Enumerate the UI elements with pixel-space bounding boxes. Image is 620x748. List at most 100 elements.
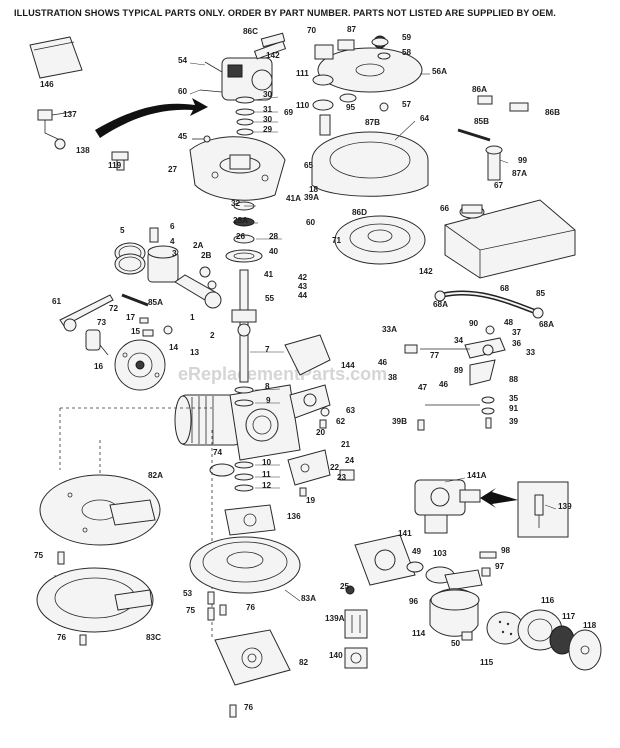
part-7-crankshaft <box>231 269 257 383</box>
part-45-screw <box>192 135 211 143</box>
parts-33-37 <box>404 325 506 386</box>
part-146-manual <box>29 36 83 79</box>
part-label-114: 114 <box>412 629 426 638</box>
part-label-63: 63 <box>346 406 356 415</box>
part-label-17: 17 <box>126 313 136 322</box>
part-label-95: 95 <box>346 103 356 112</box>
part-label-2a: 2A <box>193 241 204 250</box>
part-label-83a: 83A <box>301 594 316 603</box>
part-114-air-cleaner <box>429 588 480 637</box>
washer-column-upper <box>225 201 263 263</box>
part-label-60: 60 <box>306 218 316 227</box>
part-label-10: 10 <box>262 458 272 467</box>
part-141-carburetor-body <box>345 534 416 595</box>
part-label-41a: 41A <box>286 194 301 203</box>
part-5-rings <box>114 242 146 275</box>
part-label-141a: 141A <box>467 471 487 480</box>
part-label-54: 54 <box>178 56 188 65</box>
part-label-117: 117 <box>562 612 576 621</box>
part-label-24: 24 <box>345 456 355 465</box>
part-6-pin <box>149 227 159 243</box>
part-label-3: 3 <box>172 249 177 258</box>
part-label-144: 144 <box>341 361 355 370</box>
part-label-9: 9 <box>266 396 271 405</box>
part-label-48: 48 <box>504 318 514 327</box>
part-label-75: 75 <box>186 606 196 615</box>
part-137-wire <box>37 109 73 150</box>
part-label-74: 74 <box>213 448 223 457</box>
part-label-118: 118 <box>583 621 597 630</box>
part-label-47: 47 <box>418 383 428 392</box>
part-label-57: 57 <box>402 100 412 109</box>
part-label-21: 21 <box>341 440 351 449</box>
part-label-82a: 82A <box>148 471 163 480</box>
part-139A-140-kit <box>344 609 368 669</box>
part-label-27: 27 <box>168 165 178 174</box>
part-label-115: 115 <box>480 658 494 667</box>
part-label-137: 137 <box>63 110 77 119</box>
part-56A-cover <box>317 35 423 93</box>
part-label-83c: 83C <box>146 633 161 642</box>
part-85B-tube <box>457 128 491 142</box>
part-label-139a: 139A <box>325 614 345 623</box>
part-label-22: 22 <box>330 463 340 472</box>
part-label-142: 142 <box>266 51 280 60</box>
part-label-7: 7 <box>265 345 270 354</box>
part-label-41: 41 <box>264 270 274 279</box>
part-label-87a: 87A <box>512 169 527 178</box>
parts-49-103 <box>406 551 497 591</box>
part-label-59: 59 <box>402 33 412 42</box>
part-label-34: 34 <box>454 336 464 345</box>
part-label-111: 111 <box>296 69 309 78</box>
part-label-85: 85 <box>536 289 546 298</box>
part-label-85a: 85A <box>148 298 163 307</box>
part-label-29: 29 <box>263 125 273 134</box>
part-label-76: 76 <box>246 603 256 612</box>
part-label-2b: 2B <box>201 251 212 260</box>
part-83C-plate <box>36 567 154 633</box>
part-label-103: 103 <box>433 549 447 558</box>
part-label-87b: 87B <box>365 118 380 127</box>
part-label-39b: 39B <box>392 417 407 426</box>
part-label-31: 31 <box>263 105 273 114</box>
part-label-86b: 86B <box>545 108 560 117</box>
part-label-139: 139 <box>558 502 572 511</box>
part-label-85b: 85B <box>474 117 489 126</box>
part-label-142: 142 <box>419 267 433 276</box>
intake-parts-20-24 <box>287 449 355 497</box>
part-64-shroud <box>311 131 429 197</box>
part-label-12: 12 <box>262 481 272 490</box>
part-label-69: 69 <box>284 108 294 117</box>
part-label-46: 46 <box>439 380 449 389</box>
part-2-conrod <box>174 266 222 309</box>
part-119 <box>111 151 129 171</box>
part-label-82: 82 <box>299 658 309 667</box>
part-label-30: 30 <box>263 115 273 124</box>
part-83A-disc <box>189 536 301 594</box>
parts-35-39 <box>417 396 495 431</box>
part-fuel-tank <box>444 199 576 279</box>
part-label-72: 72 <box>109 304 119 313</box>
part-label-43: 43 <box>298 282 308 291</box>
part-label-35: 35 <box>509 394 519 403</box>
part-label-15: 15 <box>131 327 141 336</box>
part-label-119: 119 <box>108 161 122 170</box>
part-85A-link <box>121 293 149 307</box>
part-label-62: 62 <box>336 417 346 426</box>
screws-75-76 <box>57 551 237 718</box>
part-144-bracket <box>284 334 331 419</box>
part-label-86a: 86A <box>472 85 487 94</box>
top-stack-70-111 <box>312 39 357 136</box>
part-label-30: 30 <box>263 90 273 99</box>
part-label-67: 67 <box>494 181 504 190</box>
parts-57-59 <box>371 37 391 112</box>
part-3-piston <box>147 245 179 283</box>
part-label-65: 65 <box>304 161 314 170</box>
part-label-5: 5 <box>120 226 125 235</box>
part-label-36: 36 <box>512 339 522 348</box>
part-label-61: 61 <box>52 297 62 306</box>
part-86C-bracket <box>260 32 286 48</box>
part-label-8: 8 <box>265 382 270 391</box>
part-label-146: 146 <box>40 80 54 89</box>
